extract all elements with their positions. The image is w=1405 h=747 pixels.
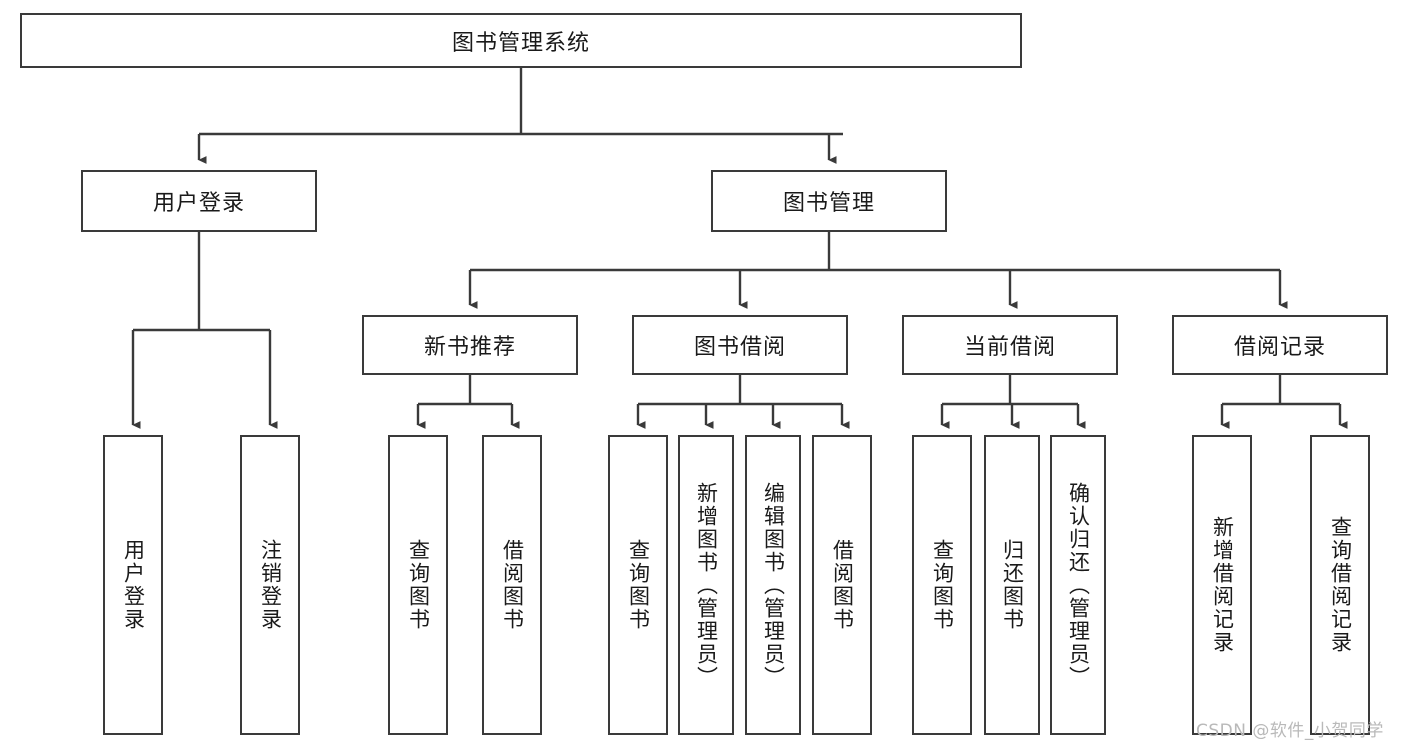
node-leaf-borrow-book-rec-label: 借阅图书 — [500, 539, 525, 631]
node-leaf-borrow-book-rec[interactable]: 借阅图书 — [482, 435, 542, 735]
node-current-borrow-label: 当前借阅 — [963, 335, 1056, 360]
node-leaf-query-book-bor-label: 查询图书 — [626, 539, 651, 631]
node-leaf-return-book-label: 归还图书 — [1000, 539, 1025, 631]
node-leaf-return-book[interactable]: 归还图书 — [984, 435, 1040, 735]
node-leaf-confirm-return-admin-label: 确认归还（管理员） — [1066, 481, 1091, 689]
node-leaf-logout[interactable]: 注销登录 — [240, 435, 300, 735]
node-leaf-query-book-cur-label: 查询图书 — [930, 539, 955, 631]
node-book-management-label: 图书管理 — [782, 191, 875, 216]
node-leaf-add-book-admin[interactable]: 新增图书（管理员） — [678, 435, 734, 735]
node-leaf-add-borrow-record[interactable]: 新增借阅记录 — [1192, 435, 1252, 735]
node-leaf-query-borrow-record[interactable]: 查询借阅记录 — [1310, 435, 1370, 735]
node-leaf-add-borrow-record-label: 新增借阅记录 — [1210, 516, 1235, 654]
node-leaf-edit-book-admin-label: 编辑图书（管理员） — [761, 481, 786, 689]
node-book-management[interactable]: 图书管理 — [711, 170, 947, 232]
node-leaf-add-book-admin-label: 新增图书（管理员） — [694, 481, 719, 689]
node-leaf-query-book-rec[interactable]: 查询图书 — [388, 435, 448, 735]
node-current-borrow[interactable]: 当前借阅 — [902, 315, 1118, 375]
node-leaf-confirm-return-admin[interactable]: 确认归还（管理员） — [1050, 435, 1106, 735]
node-book-borrow[interactable]: 图书借阅 — [632, 315, 848, 375]
node-leaf-edit-book-admin[interactable]: 编辑图书（管理员） — [745, 435, 801, 735]
node-borrow-record[interactable]: 借阅记录 — [1172, 315, 1388, 375]
node-user-login-label: 用户登录 — [152, 191, 245, 216]
node-borrow-record-label: 借阅记录 — [1233, 335, 1326, 360]
node-leaf-user-login[interactable]: 用户登录 — [103, 435, 163, 735]
node-root-label: 图书管理系统 — [451, 30, 590, 56]
node-leaf-query-book-cur[interactable]: 查询图书 — [912, 435, 972, 735]
node-new-book-recommend-label: 新书推荐 — [423, 335, 516, 360]
node-book-borrow-label: 图书借阅 — [693, 335, 786, 360]
node-user-login[interactable]: 用户登录 — [81, 170, 317, 232]
node-leaf-borrow-book-bor-label: 借阅图书 — [830, 539, 855, 631]
node-leaf-query-book-bor[interactable]: 查询图书 — [608, 435, 668, 735]
node-leaf-logout-label: 注销登录 — [258, 539, 283, 631]
node-new-book-recommend[interactable]: 新书推荐 — [362, 315, 578, 375]
node-leaf-borrow-book-bor[interactable]: 借阅图书 — [812, 435, 872, 735]
csdn-watermark: CSDN @软件_小贺同学 — [1196, 721, 1384, 741]
node-leaf-query-book-rec-label: 查询图书 — [406, 539, 431, 631]
node-leaf-user-login-label: 用户登录 — [121, 539, 146, 631]
node-root[interactable]: 图书管理系统 — [20, 13, 1022, 68]
node-leaf-query-borrow-record-label: 查询借阅记录 — [1328, 516, 1353, 654]
